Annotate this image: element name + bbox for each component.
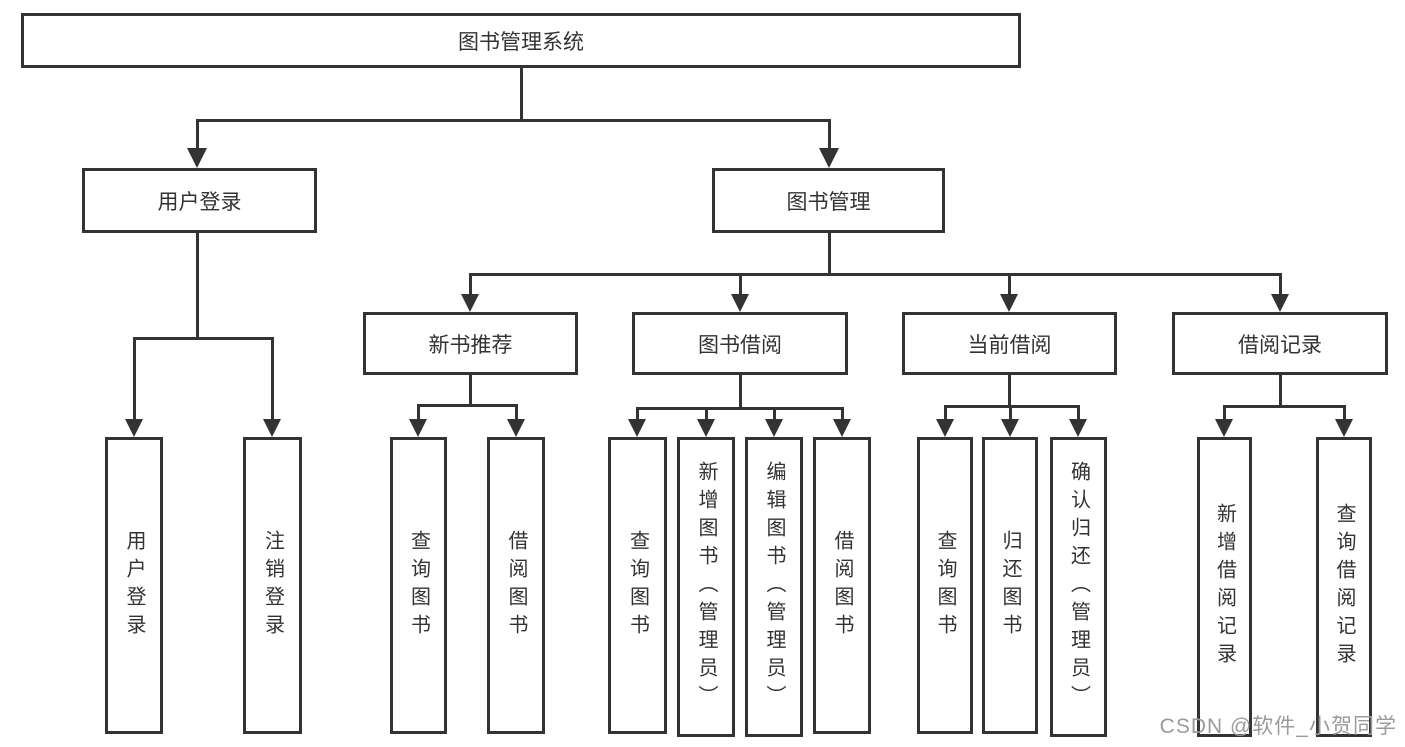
leaf-query-books-recommend: 查询图书: [390, 437, 447, 734]
connector: [1279, 273, 1282, 295]
connector: [828, 119, 831, 151]
arrowhead: [409, 419, 427, 437]
connector: [739, 375, 742, 409]
connector: [636, 407, 844, 410]
leaf-borrow-books-recommend: 借阅图书: [487, 437, 545, 734]
leaf-query-books-borrowing: 查询图书: [608, 437, 667, 734]
connector: [773, 407, 776, 420]
connector: [1009, 405, 1012, 420]
connector: [1008, 375, 1011, 407]
connector: [1223, 405, 1345, 408]
arrowhead: [697, 419, 715, 437]
arrowhead: [1069, 419, 1087, 437]
connector: [1008, 273, 1011, 295]
connector: [133, 337, 136, 419]
connector: [739, 273, 742, 295]
connector: [196, 233, 199, 340]
arrowhead: [731, 294, 749, 312]
connector: [515, 404, 518, 420]
leaf-edit-books-admin: 编辑图书（管理员）: [745, 437, 803, 737]
node-borrowing-records: 借阅记录: [1172, 312, 1388, 375]
connector: [417, 404, 420, 420]
leaf-confirm-return-admin: 确认归还（管理员）: [1050, 437, 1107, 737]
leaf-query-borrow-record: 查询借阅记录: [1316, 437, 1372, 737]
connector: [1077, 405, 1080, 420]
node-book-borrowing: 图书借阅: [632, 312, 848, 375]
arrowhead: [1335, 419, 1353, 437]
connector: [417, 404, 518, 407]
connector: [196, 119, 199, 151]
connector: [1279, 375, 1282, 407]
leaf-add-borrow-record: 新增借阅记录: [1197, 437, 1252, 737]
connector: [705, 407, 708, 420]
arrowhead: [765, 419, 783, 437]
leaf-query-books-current: 查询图书: [917, 437, 973, 734]
arrowhead: [125, 419, 143, 437]
arrowhead: [1000, 294, 1018, 312]
node-library-system: 图书管理系统: [21, 13, 1021, 68]
arrowhead: [1001, 419, 1019, 437]
leaf-return-books: 归还图书: [982, 437, 1038, 734]
connector: [944, 405, 947, 420]
leaf-logout: 注销登录: [243, 437, 302, 734]
connector: [469, 273, 1281, 276]
node-user-login: 用户登录: [82, 168, 317, 233]
leaf-add-books-admin: 新增图书（管理员）: [677, 437, 735, 737]
arrowhead: [1271, 294, 1289, 312]
connector: [841, 407, 844, 420]
arrowhead: [187, 148, 207, 168]
arrowhead: [819, 148, 839, 168]
connector: [1223, 405, 1226, 420]
connector: [636, 407, 639, 420]
connector: [1343, 405, 1346, 420]
arrowhead: [507, 419, 525, 437]
connector: [520, 68, 523, 122]
connector: [469, 375, 472, 407]
connector: [828, 233, 831, 275]
arrowhead: [628, 419, 646, 437]
connector: [133, 337, 274, 340]
arrowhead: [461, 294, 479, 312]
arrowhead: [1215, 419, 1233, 437]
leaf-user-login: 用户登录: [105, 437, 163, 734]
node-current-borrowing: 当前借阅: [902, 312, 1117, 375]
arrowhead: [263, 419, 281, 437]
leaf-borrow-books: 借阅图书: [813, 437, 871, 734]
csdn-watermark: CSDN @软件_小贺同学: [1159, 715, 1397, 738]
node-new-book-recommend: 新书推荐: [363, 312, 578, 375]
arrowhead: [833, 419, 851, 437]
node-book-management: 图书管理: [712, 168, 945, 233]
connector: [271, 337, 274, 419]
connector: [469, 273, 472, 295]
arrowhead: [936, 419, 954, 437]
connector: [196, 119, 830, 122]
